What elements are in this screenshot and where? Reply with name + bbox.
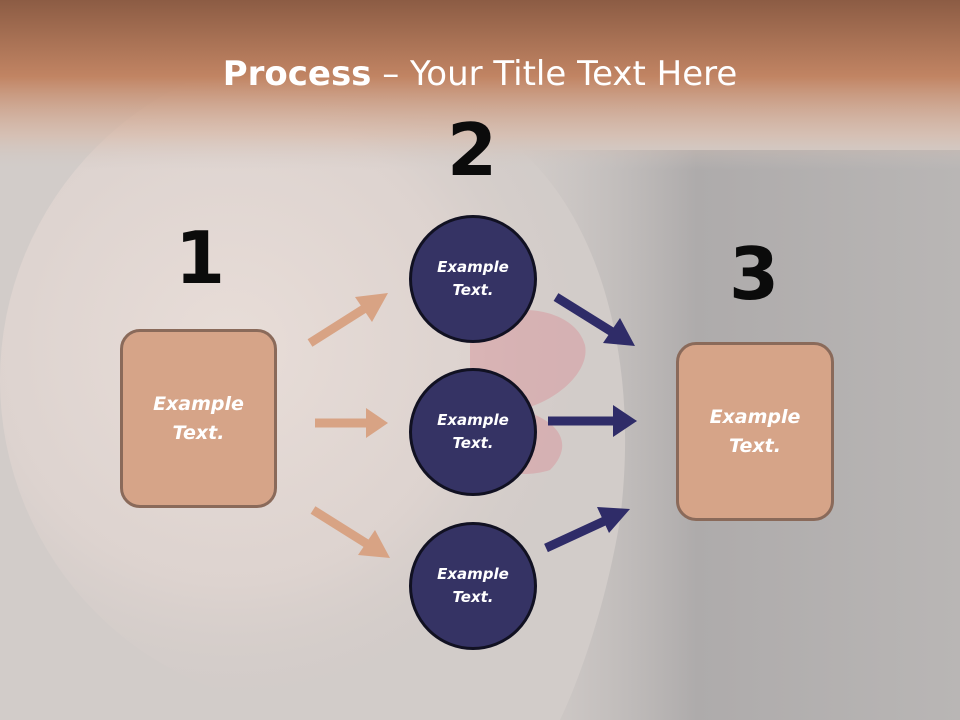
step-number-1: 1 — [174, 216, 226, 300]
arrow-dark-down — [553, 293, 635, 346]
title-rest: – Your Title Text Here — [371, 54, 738, 94]
arrow-light-down — [310, 506, 390, 558]
left-box-line-2: Text. — [172, 421, 225, 444]
arrow-light-up — [307, 293, 388, 347]
left-box-line-1: Example — [153, 392, 244, 415]
circle-top-line-2: Text. — [452, 281, 494, 299]
arrow-light-mid — [315, 408, 388, 438]
circle-bottom-line-2: Text. — [452, 588, 494, 606]
arrow-dark-mid — [548, 405, 637, 437]
circle-top-line-1: Example — [437, 258, 509, 276]
title-bold: Process — [222, 54, 372, 94]
circle-middle-line-1: Example — [437, 411, 509, 429]
step-number-3: 3 — [728, 232, 780, 316]
arrow-dark-up — [544, 507, 630, 553]
step-number-2: 2 — [446, 108, 498, 192]
page-title: Process – Your Title Text Here — [0, 52, 960, 96]
right-box-line-2: Text. — [729, 434, 781, 457]
circle-bottom-line-1: Example — [437, 565, 509, 583]
right-box-line-1: Example — [709, 405, 801, 428]
circle-middle-line-2: Text. — [452, 434, 494, 452]
